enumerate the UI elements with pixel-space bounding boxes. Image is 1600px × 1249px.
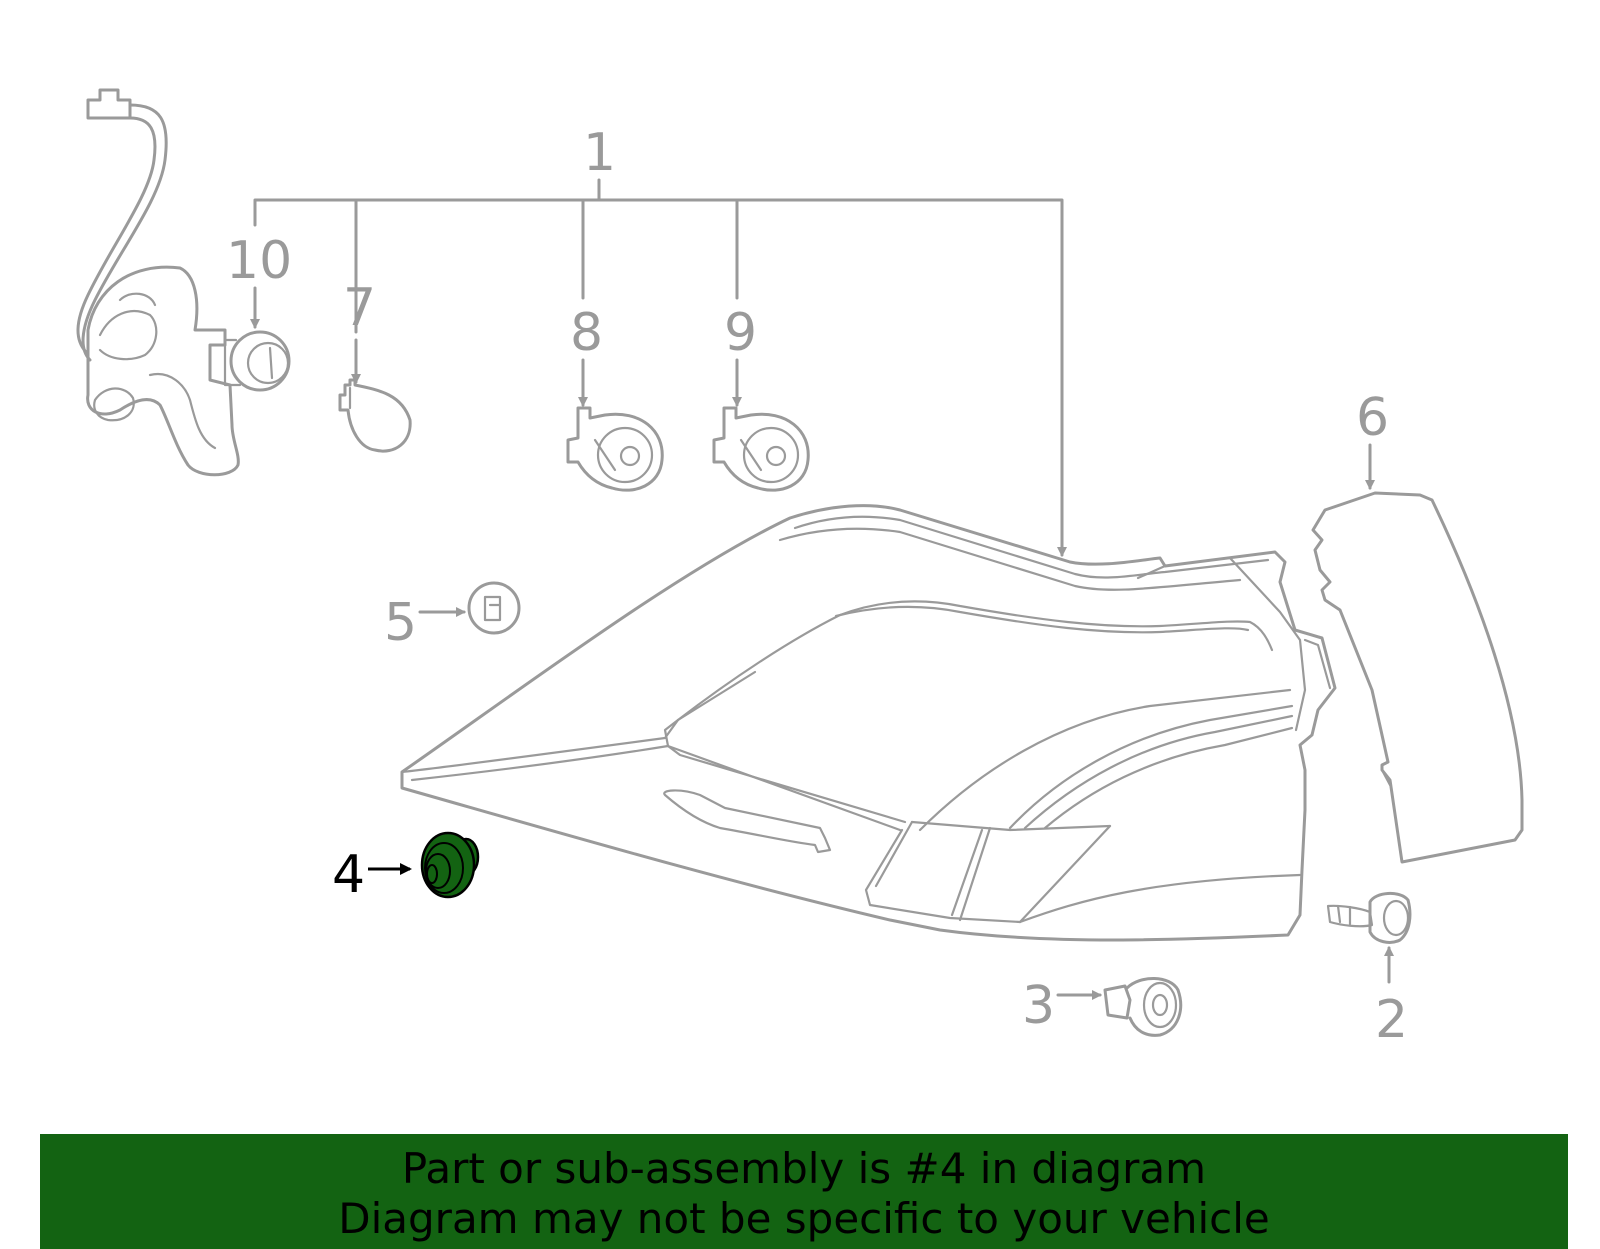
screw-2 <box>1326 892 1412 944</box>
callout-6: 6 <box>1356 388 1389 448</box>
callout-1-bracket <box>253 178 1067 557</box>
callout-9: 9 <box>724 303 757 363</box>
callout-3: 3 <box>1022 976 1055 1036</box>
info-banner: Part or sub-assembly is #4 in diagram Di… <box>40 1134 1568 1249</box>
callout-4: 4 <box>332 845 365 905</box>
tail-lamp-assembly <box>400 504 1337 942</box>
lens-6 <box>1311 491 1524 864</box>
callout-7: 7 <box>343 278 376 338</box>
callout-8: 8 <box>570 303 603 363</box>
callout-2: 2 <box>1375 990 1408 1050</box>
banner-line-2: Diagram may not be specific to your vehi… <box>338 1194 1270 1243</box>
callout-5: 5 <box>384 593 417 653</box>
nut-3 <box>1103 977 1183 1037</box>
banner-line-1: Part or sub-assembly is #4 in diagram <box>401 1144 1207 1193</box>
parts-diagram: 1 10 7 8 9 <box>76 88 1524 1050</box>
callout-10: 10 <box>226 231 292 291</box>
grommet-4-highlighted <box>420 831 480 899</box>
callout-1: 1 <box>583 123 616 183</box>
clip-5 <box>467 581 521 635</box>
wire-harness-socket <box>76 88 291 477</box>
socket-9 <box>712 406 810 492</box>
bulb-7 <box>338 378 412 453</box>
socket-8 <box>566 406 664 492</box>
